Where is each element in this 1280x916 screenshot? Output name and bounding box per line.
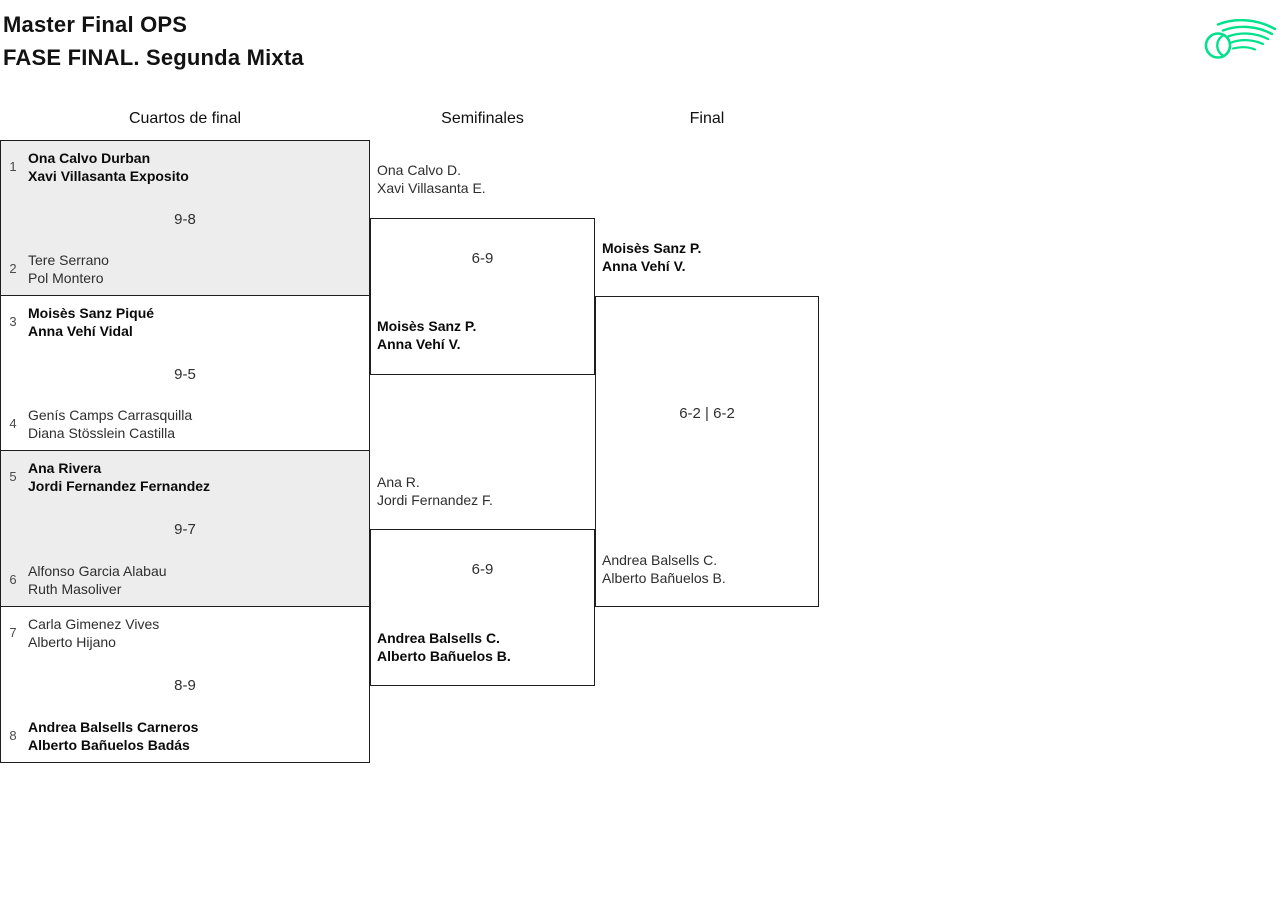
match-score: 6-9 [471,561,494,578]
player-name: Xavi Villasanta E. [377,180,486,196]
round-header-final: Final [689,110,725,127]
seed-number: 4 [9,416,17,431]
quarterfinal-match-3: 5 Ana Rivera Jordi Fernandez Fernandez 9… [0,450,370,607]
team-names: Alfonso Garcia Alabau Ruth Masoliver [28,562,167,598]
team-names: Ona Calvo Durban Xavi Villasanta Exposit… [28,149,189,185]
semifinal-match-2-box [370,529,595,686]
match-score: 9-5 [174,366,196,383]
team-names: Ona Calvo D. Xavi Villasanta E. [377,161,486,197]
player-name: Tere Serrano [28,252,109,268]
match-score: 9-7 [174,521,196,538]
player-name: Alfonso Garcia Alabau [28,563,167,579]
player-name: Ruth Masoliver [28,581,122,597]
team-names: Moisès Sanz P. Anna Vehí V. [377,317,476,353]
team-names: Ana Rivera Jordi Fernandez Fernandez [28,459,210,495]
player-name: Pol Montero [28,270,104,286]
team-names: Moisès Sanz P. Anna Vehí V. [602,239,701,275]
player-name: Diana Stösslein Castilla [28,425,176,441]
player-name: Alberto Bañuelos B. [602,570,726,586]
player-name: Moisès Sanz P. [602,240,702,256]
match-score: 9-8 [174,211,196,228]
player-name: Ana Rivera [28,460,102,476]
seed-number: 3 [9,314,17,329]
quarterfinal-match-2: 3 Moisès Sanz Piqué Anna Vehí Vidal 9-5 … [0,295,370,451]
match-score: 6-9 [471,250,494,267]
page-title-block: Master Final OPS FASE FINAL. Segunda Mix… [3,8,304,74]
comet-ball-icon [1204,18,1277,59]
player-name: Anna Vehí Vidal [28,323,133,339]
player-name: Moisès Sanz P. [377,318,477,334]
player-name: Moisès Sanz Piqué [28,305,155,321]
player-name: Andrea Balsells Carneros [28,719,199,735]
player-name: Jordi Fernandez Fernandez [28,478,211,494]
player-name: Andrea Balsells C. [377,630,500,646]
team-names: Tere Serrano Pol Montero [28,251,109,287]
semifinal-match-1-box [370,218,595,375]
player-name: Anna Vehí V. [602,258,686,274]
seed-number: 2 [9,261,17,276]
match-score: 8-9 [174,677,196,694]
team-names: Genís Camps Carrasquilla Diana Stösslein… [28,406,192,442]
match-score: 6-2 | 6-2 [679,405,735,422]
round-header-semifinales: Semifinales [441,110,524,127]
page-title: Master Final OPS [3,12,188,37]
player-name: Carla Gimenez Vives [28,616,160,632]
team-names: Andrea Balsells C. Alberto Bañuelos B. [602,551,726,587]
quarterfinal-match-4: 7 Carla Gimenez Vives Alberto Hijano 8-9… [0,606,370,763]
player-name: Ana R. [377,474,420,490]
team-names: Andrea Balsells Carneros Alberto Bañuelo… [28,718,198,754]
club-logo [1203,16,1277,64]
team-names: Ana R. Jordi Fernandez F. [377,473,493,509]
team-names: Andrea Balsells C. Alberto Bañuelos B. [377,629,511,665]
seed-number: 1 [9,159,17,174]
seed-number: 8 [9,728,17,743]
player-name: Anna Vehí V. [377,336,461,352]
final-match-box [595,296,819,607]
team-names: Moisès Sanz Piqué Anna Vehí Vidal [28,304,154,340]
player-name: Andrea Balsells C. [602,552,718,568]
page-subtitle: FASE FINAL. Segunda Mixta [3,45,304,70]
player-name: Jordi Fernandez F. [377,492,493,508]
player-name: Alberto Hijano [28,634,116,650]
player-name: Alberto Bañuelos Badás [28,737,190,753]
player-name: Ona Calvo D. [377,162,462,178]
seed-number: 7 [9,625,17,640]
player-name: Alberto Bañuelos B. [377,648,511,664]
player-name: Genís Camps Carrasquilla [28,407,193,423]
seed-number: 6 [9,572,17,587]
player-name: Ona Calvo Durban [28,150,151,166]
round-header-cuartos: Cuartos de final [128,110,242,127]
quarterfinal-match-1: 1 Ona Calvo Durban Xavi Villasanta Expos… [0,140,370,296]
seed-number: 5 [9,469,17,484]
player-name: Xavi Villasanta Exposito [28,168,189,184]
team-names: Carla Gimenez Vives Alberto Hijano [28,615,159,651]
